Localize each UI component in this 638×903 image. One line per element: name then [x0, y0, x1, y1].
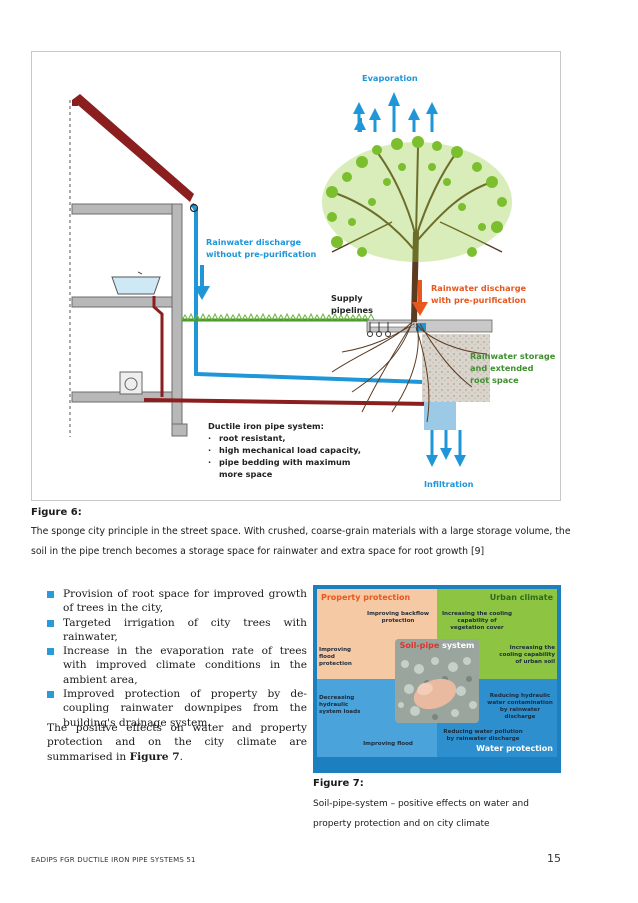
rainwater-downpipe — [190, 202, 423, 384]
soil-pipe-photo: Soil-pipe system — [395, 639, 479, 723]
bullet-square-icon — [47, 619, 54, 627]
infiltration-zone — [424, 402, 456, 430]
tree-trunk — [331, 146, 503, 323]
bathtub-icon — [111, 276, 161, 295]
summary-paragraph: The positive effects on water and proper… — [47, 722, 307, 763]
list-item: Increase in the evaporation rate of tree… — [47, 644, 307, 687]
page-number: 15 — [547, 852, 561, 865]
figure-7-reference: Figure 7 — [129, 750, 180, 763]
label-rain-with-2: with pre-purification — [431, 295, 526, 305]
figure-7-graphic: Property protection Improving backflow p… — [313, 585, 561, 773]
label-rain-with-1: Rainwater discharge — [431, 283, 527, 293]
urban-climate-quadrant: Urban climate Increasing the cooling cap… — [437, 589, 557, 679]
label-ductile-item-1: root resistant, — [219, 433, 286, 443]
figure-7-text: Soil-pipe-system – positive effects on w… — [313, 799, 529, 829]
figure-7-caption: Figure 7: Soil-pipe-system – positive ef… — [313, 778, 563, 831]
rainwater-arrow-orange — [412, 280, 428, 316]
figure-6-text: The sponge city principle in the street … — [31, 526, 571, 557]
benefits-list: Provision of root space for improved gro… — [47, 587, 307, 730]
washing-machine-icon — [119, 371, 143, 395]
soil-pipe-title: Soil-pipe system — [399, 641, 475, 650]
label-ductile-bullet-1: · — [208, 433, 211, 443]
tree-roots — [331, 321, 488, 423]
label-ductile-item-2: high mechanical load capacity, — [219, 445, 361, 455]
footer-publication: EADIPS FGR DUCTILE IRON PIPE SYSTEMS 51 — [31, 856, 196, 864]
list-item: Improved protection of property by de-co… — [47, 687, 307, 730]
label-ductile-bullet-3: · — [208, 457, 211, 467]
label-evaporation: Evaporation — [362, 73, 418, 83]
bullet-square-icon — [47, 691, 54, 699]
label-rain-without-2: without pre-purification — [206, 249, 317, 259]
figure-6-caption: Figure 6: The sponge city principle in t… — [31, 507, 571, 559]
label-infiltration: Infiltration — [424, 479, 474, 489]
figure-6-label: Figure 6: — [31, 507, 82, 518]
gravel-photo-icon — [395, 639, 479, 723]
list-item: Provision of root space for improved gro… — [47, 587, 307, 616]
label-ductile-bullet-2: · — [208, 445, 211, 455]
label-ductile-item-4: more space — [219, 469, 273, 479]
list-item: Targeted irrigation of city trees with r… — [47, 616, 307, 645]
bullet-square-icon — [47, 648, 54, 656]
label-supply-2: pipelines — [331, 305, 373, 315]
rainwater-arrow-blue — [194, 265, 210, 300]
evaporation-arrow-group — [353, 92, 438, 132]
label-storage-3: root space — [470, 375, 519, 385]
property-protection-title: Property protection — [321, 593, 411, 602]
water-protection-title: Water protection — [476, 744, 553, 753]
inlet-icon — [416, 323, 426, 331]
sponge-city-diagram: Evaporation Rainwater discharge without … — [69, 73, 556, 489]
infiltration-arrows — [426, 430, 466, 467]
urban-climate-title: Urban climate — [489, 593, 553, 602]
label-rain-without-1: Rainwater discharge — [206, 237, 302, 247]
label-ductile-item-3: pipe bedding with maximum — [219, 457, 350, 467]
house-roof — [72, 94, 194, 202]
ductile-pipe — [143, 398, 433, 406]
label-storage-1: Rainwater storage — [470, 351, 556, 361]
label-supply-1: Supply — [331, 293, 363, 303]
grass-line — [181, 312, 375, 322]
supply-pipelines-icon — [367, 322, 391, 337]
bullet-square-icon — [47, 591, 54, 598]
label-storage-2: and extended — [470, 363, 534, 373]
indoor-drain-pipe — [152, 296, 164, 397]
label-ductile-title: Ductile iron pipe system: — [208, 421, 324, 431]
figure-6-illustration: Evaporation Rainwater discharge without … — [31, 51, 561, 501]
figure-7-label: Figure 7: — [313, 778, 364, 789]
tree-foliage — [322, 136, 512, 262]
